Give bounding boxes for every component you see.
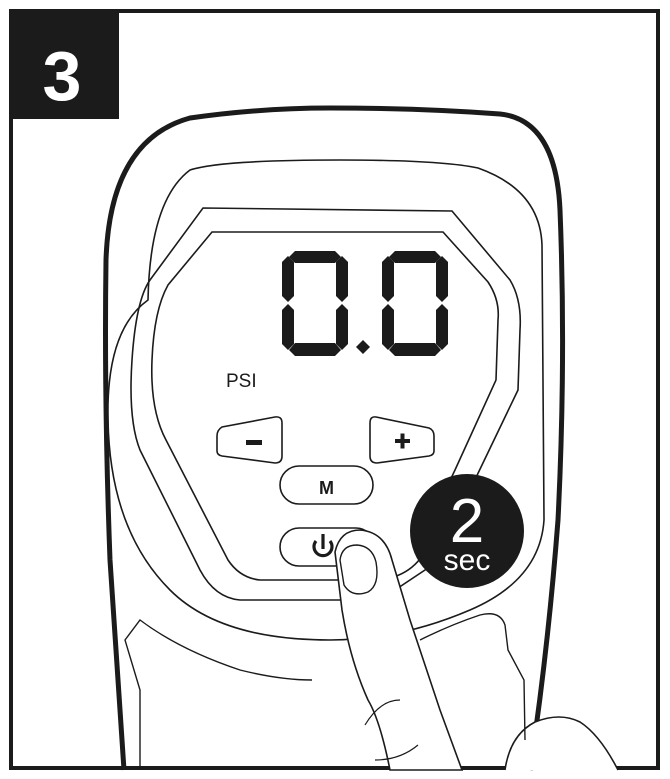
minus-icon xyxy=(246,440,262,445)
device-body-outline xyxy=(103,105,566,771)
hold-duration-unit: sec xyxy=(444,544,491,577)
power-icon xyxy=(312,534,334,558)
thumb xyxy=(504,716,619,771)
step-number-badge: 3 xyxy=(11,11,119,119)
minus-button[interactable] xyxy=(216,416,283,464)
hold-duration-badge: 2 sec xyxy=(410,474,524,588)
pressure-reading-display xyxy=(282,251,448,356)
panel-border xyxy=(9,9,660,770)
body-contour-left xyxy=(124,619,313,770)
fingernail xyxy=(339,544,378,595)
mode-button[interactable]: M xyxy=(279,465,374,505)
unit-label-psi: PSI xyxy=(226,371,257,392)
mode-button-label: M xyxy=(319,478,334,498)
plus-button[interactable] xyxy=(369,416,435,464)
step-number: 3 xyxy=(43,37,82,115)
device-face-outer xyxy=(130,207,522,601)
body-contour-right xyxy=(419,613,526,741)
hold-duration-value: 2 xyxy=(450,487,484,556)
pressing-finger xyxy=(334,529,464,771)
plus-icon xyxy=(395,433,410,449)
device-bezel xyxy=(107,159,545,641)
